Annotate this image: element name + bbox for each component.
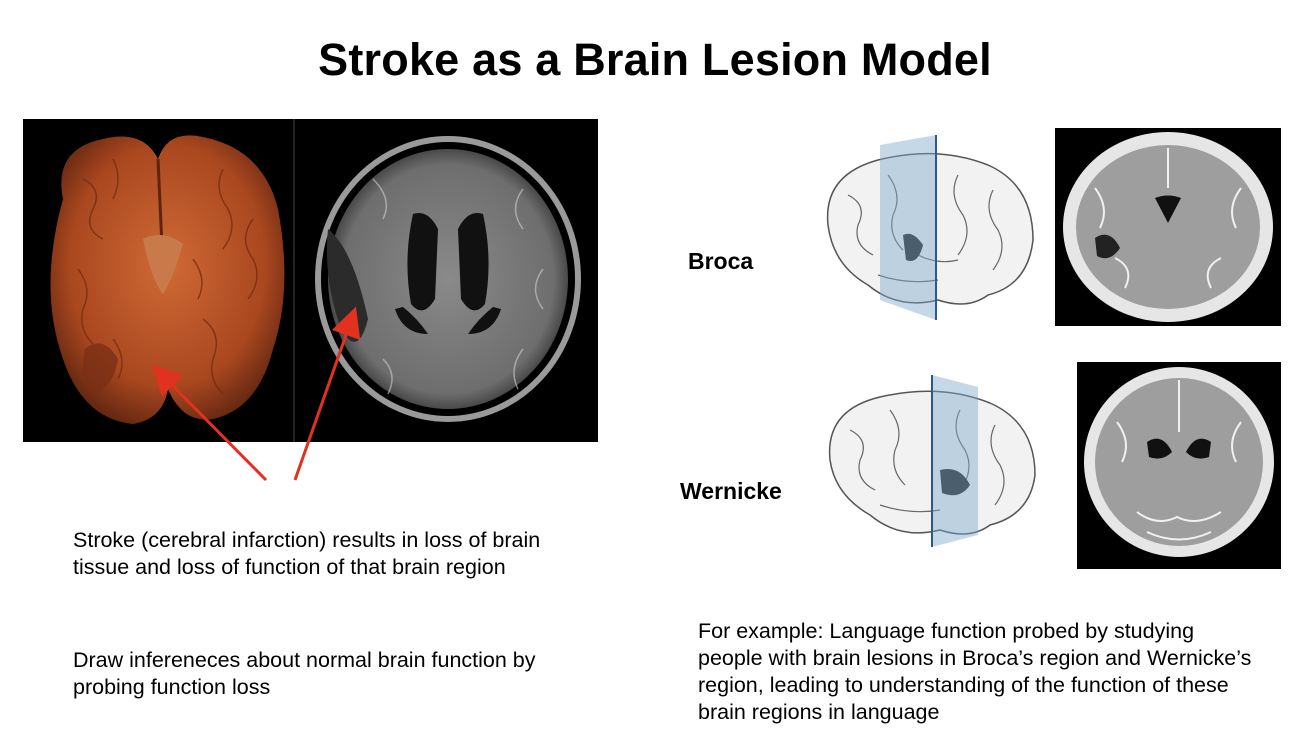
inference-text: Draw infereneces about normal brain func… (73, 648, 536, 699)
stroke-description-text: Stroke (cerebral infarction) results in … (73, 528, 541, 579)
wernicke-label: Wernicke (680, 478, 782, 504)
broca-3d-brain-image (826, 135, 1034, 320)
wernicke-coronal-mri-image (1077, 362, 1281, 569)
broca-label: Broca (688, 248, 754, 274)
arrow-to-specimen-lesion (151, 364, 268, 482)
language-example-text: For example: Language function probed by… (698, 619, 1252, 724)
wernicke-3d-brain-image (828, 375, 1036, 547)
stroke-images-panel (23, 119, 598, 442)
brain-specimen-image (50, 135, 285, 424)
slide-title: Stroke as a Brain Lesion Model (318, 34, 992, 85)
arrow-to-mri-lesion (293, 306, 361, 481)
broca-coronal-mri-image (1055, 128, 1281, 326)
